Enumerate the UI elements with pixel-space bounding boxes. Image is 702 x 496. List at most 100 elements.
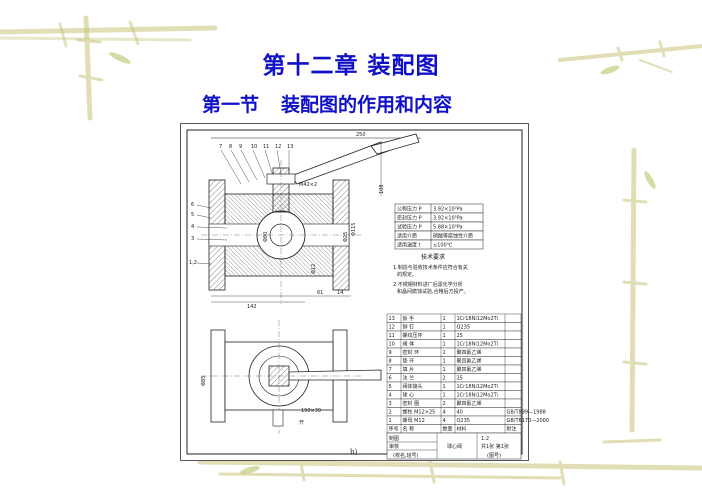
spec-label: 适用介质 [397,233,417,240]
bom-cell: GB/T6170—2000 [507,418,550,424]
bom-cell: 4 [443,410,446,416]
main-section-view: M42×2 6 5 4 3 1,2 Φ115 Φ25 Φ80 Φ [189,160,361,310]
bom-cell: 序号 [389,426,399,433]
svg-text:Φ12: Φ12 [311,264,317,274]
bom-cell: 6 [389,376,392,382]
bom-cell: 10 [389,342,395,348]
bom-cell: 铆 钉 [403,324,415,331]
bom-cell: 1 [443,325,446,331]
bom-cell: 1 [443,342,446,348]
bom-cell: 7 [389,367,392,373]
svg-text:5: 5 [191,212,194,218]
bom-cell: 1 [443,393,446,399]
bom-cell: 25 [457,333,463,339]
bom-cell: 13 [389,316,395,322]
chapter-title: 第十二章 装配图 [262,53,440,79]
bom-cell: Q235 [457,418,470,424]
svg-text:4: 4 [191,224,194,230]
svg-text:108: 108 [379,184,385,194]
valve-handle: 108 [290,133,420,196]
svg-text:1.制造与验收技术条件应符合有关: 1.制造与验收技术条件应符合有关 [393,264,468,271]
svg-text:开: 开 [299,420,304,426]
svg-text:Φ85: Φ85 [201,376,207,386]
svg-text:9: 9 [239,144,242,150]
bom-cell: 螺母 M12 [403,417,425,424]
bom-cell: 1 [443,333,446,339]
bom-cell: 4 [443,418,446,424]
bom-cell: 数量 [443,426,453,433]
bom-cell: 1 [443,316,446,322]
title-block-text: 1:2 [481,436,489,442]
svg-text:14: 14 [337,290,343,296]
title-block [386,432,522,460]
svg-text:61: 61 [317,290,323,296]
spec-value: 3.92×10³Pa [433,216,463,222]
svg-text:技术要求: 技术要求 [421,253,445,261]
svg-text:和晶间腐蚀试验,合格后方投产。: 和晶间腐蚀试验,合格后方投产。 [397,288,469,295]
bom-cell: 螺柱 M12×25 [403,409,436,416]
bom-cell: 11 [389,333,395,339]
title-block-text: 制图 [389,435,399,442]
bom-cell: 密封 圈 [403,400,420,407]
bom-cell: 1 [389,418,392,424]
bom-cell: 聚四氟乙烯 [457,400,482,407]
bom-cell: 阀体接头 [403,383,423,390]
spec-label: 试验压力 P [397,224,422,231]
section-title: 装配图的作用和内容 [281,94,453,116]
spec-value: ≤100℃ [433,243,453,249]
technical-requirements: 技术要求 1.制造与验收技术条件应符合有关 的规定。 2.不锈钢材料进厂后需化学… [393,253,469,295]
title-block-text: 球心阀 [447,443,462,450]
bom-cell: 25 [457,376,463,382]
bom-cell: 40 [457,410,463,416]
svg-text:Φ25: Φ25 [343,232,349,242]
bom-cell: 9 [389,350,392,356]
bom-cell: 1Cr18Ni12Mo2Ti [457,384,498,390]
bom-cell: Q235 [457,325,470,331]
svg-text:10: 10 [251,144,257,150]
bom-cell: 2 [443,401,446,407]
bom-cell: 附注 [507,426,517,433]
drawing-svg: 250 7 8 9 10 11 12 13 [186,129,549,460]
svg-text:1,2: 1,2 [189,260,197,266]
spec-label: 适用温度 t [397,242,421,249]
figure-caption: b) [350,448,358,456]
bom-cell: 1Cr18Ni12Mo2Ti [457,342,498,348]
bom-cell: 1Cr18Ni12Mo2Ti [457,393,498,399]
bom-cell: 2 [389,410,392,416]
svg-text:190×39: 190×39 [301,408,321,414]
bom-cell: 填 片 [403,366,415,373]
spec-value: 硝酸等腐蚀性介质 [433,233,473,240]
bom-cell: 垫 环 [403,358,415,365]
svg-text:11: 11 [263,144,269,150]
title-block-text: 共1张 第1张 [481,443,509,450]
bom-cell: 1 [443,350,446,356]
bom-cell: 名 称 [403,426,415,433]
bom-cell: 聚四氟乙烯 [457,349,482,356]
bom-cell: 螺纹压环 [403,332,423,339]
bom-cell: 球 心 [403,392,415,399]
section-heading: 第一节装配图的作用和内容 [202,90,452,117]
bom-cell: 扳 手 [403,315,415,322]
bom-cell: 5 [389,384,392,390]
assembly-drawing: 250 7 8 9 10 11 12 13 [180,123,549,461]
title-block-text: (图号) [487,453,501,459]
section-number: 第一节 [202,94,260,116]
bom-cell: 12 [389,325,395,331]
svg-text:3: 3 [191,236,194,242]
bom-cell: 1 [443,367,446,373]
svg-text:的规定。: 的规定。 [397,271,417,278]
bom-cell: 8 [389,359,392,365]
spec-label: 密封压力 P [397,215,422,222]
svg-text:Φ115: Φ115 [351,223,357,236]
svg-text:142: 142 [247,304,257,310]
bom-cell: 密封 环 [403,349,420,356]
bottom-plan-view: Φ85 190×39 开 [201,320,382,434]
bom-cell: 聚四氟乙烯 [457,366,482,373]
spec-value: 5.88×10³Pa [433,225,463,231]
svg-text:2.不锈钢材料进厂后需化学分析: 2.不锈钢材料进厂后需化学分析 [393,281,463,288]
part-balloons-top: 7 8 9 10 11 12 13 [219,144,293,185]
